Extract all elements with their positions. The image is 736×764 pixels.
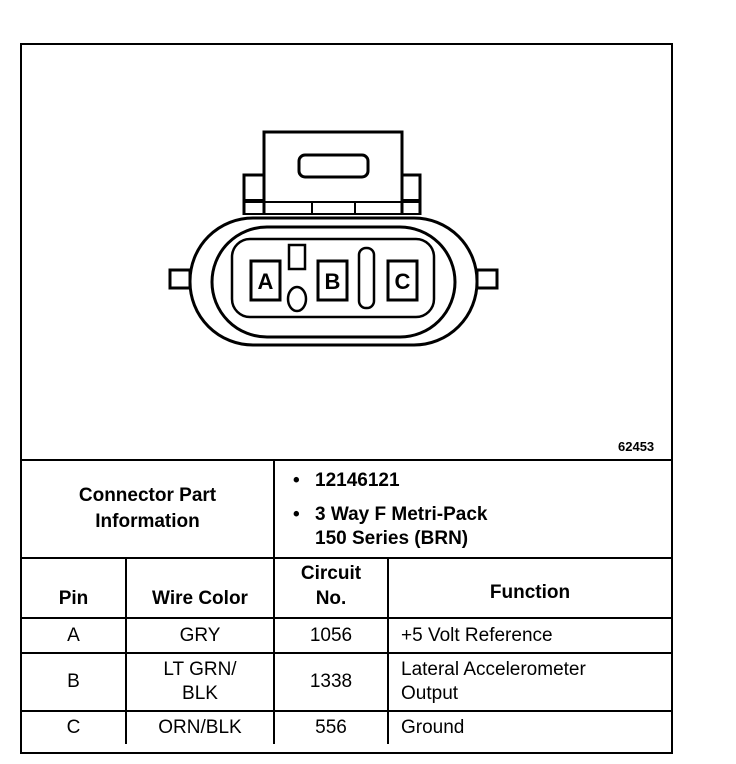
- part-info-label: Connector Part Information: [22, 459, 275, 559]
- connector-housing: [168, 130, 499, 347]
- header-row: Pin Wire Color Circuit No. Function: [22, 557, 671, 619]
- table-row: A GRY 1056 +5 Volt Reference: [22, 617, 671, 654]
- header-pin: Pin: [22, 557, 127, 619]
- cavity-a: [249, 259, 282, 302]
- pin-cell: C: [22, 710, 127, 744]
- function-cell: +5 Volt Reference: [387, 617, 671, 654]
- right-ear: [475, 268, 499, 290]
- connector-face-drawing: A B C: [168, 130, 499, 347]
- table-row: B LT GRN/ BLK 1338 Lateral Accelerometer…: [22, 652, 671, 712]
- table-row: C ORN/BLK 556 Ground: [22, 710, 671, 744]
- cavity-c-label: C: [395, 269, 411, 294]
- cavity-b-label: B: [325, 269, 341, 294]
- cavity-separator: [357, 246, 376, 310]
- key-hole: [286, 285, 308, 313]
- wire-color-cell: LT GRN/ BLK: [125, 652, 275, 712]
- part-description: 3 Way F Metri-Pack 150 Series (BRN): [293, 503, 665, 551]
- inner-shell: [210, 225, 457, 339]
- pin-cell: A: [22, 617, 127, 654]
- figure-number: 62453: [618, 439, 655, 454]
- wire-color-cell: GRY: [125, 617, 275, 654]
- header-function: Function: [387, 557, 671, 619]
- diagram-frame: A B C 62453 Connector Part Information 1…: [20, 43, 673, 754]
- header-wire-color: Wire Color: [125, 557, 275, 619]
- cavity-frame: [230, 237, 436, 319]
- connector-info-table: Connector Part Information 12146121 3 Wa…: [22, 459, 671, 744]
- circuit-cell: 556: [273, 710, 389, 744]
- part-info-details: 12146121 3 Way F Metri-Pack 150 Series (…: [273, 459, 671, 559]
- part-info-row: Connector Part Information 12146121 3 Wa…: [22, 459, 671, 559]
- cavity-c: [386, 259, 419, 302]
- key-tab: [287, 243, 307, 271]
- circuit-cell: 1338: [273, 652, 389, 712]
- left-ear: [168, 268, 192, 290]
- circuit-cell: 1056: [273, 617, 389, 654]
- header-circuit: Circuit No.: [273, 557, 389, 619]
- cavity-b: [316, 259, 349, 302]
- function-cell: Lateral Accelerometer Output: [387, 652, 671, 712]
- function-cell: Ground: [387, 710, 671, 744]
- wire-color-cell: ORN/BLK: [125, 710, 275, 744]
- latch-slot: [297, 153, 370, 179]
- part-number: 12146121: [293, 469, 665, 493]
- cavity-a-label: A: [258, 269, 274, 294]
- pin-cell: B: [22, 652, 127, 712]
